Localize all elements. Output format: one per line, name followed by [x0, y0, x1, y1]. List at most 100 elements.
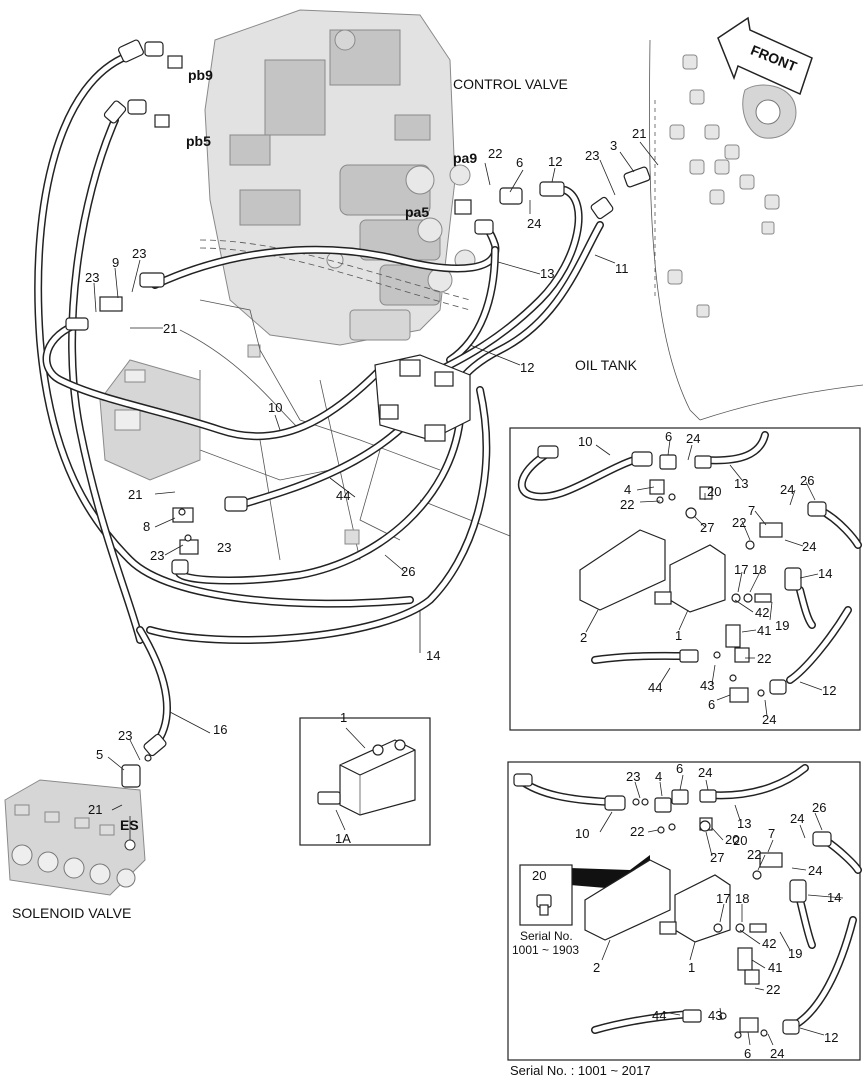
callout: 1 [688, 960, 695, 975]
callout: 10 [575, 826, 589, 841]
callout: 42 [755, 605, 769, 620]
callout: 21 [88, 802, 102, 817]
callout: 3 [610, 138, 617, 153]
callout: 20 [725, 832, 739, 847]
callout: 19 [775, 618, 789, 633]
callout: 26 [812, 800, 826, 815]
callout: 4 [655, 769, 662, 784]
valve-mount-block [99, 359, 201, 481]
callout: 18 [752, 562, 766, 577]
oil-tank [649, 39, 863, 421]
callout: 24 [808, 863, 822, 878]
callout: 44 [336, 488, 350, 503]
callout: 21 [163, 321, 177, 336]
detail-1-box: 1 1A [299, 710, 431, 846]
hoses-main [34, 51, 604, 749]
serial-footer: Serial No. : 1001 ~ 2017 [510, 1063, 651, 1078]
callout: 23 [626, 769, 640, 784]
detail-1-part-label: 1A [335, 831, 351, 846]
callout: 24 [790, 811, 804, 826]
callout: 27 [700, 520, 714, 535]
callout: 12 [520, 360, 534, 375]
callout: 4 [624, 482, 631, 497]
pb9-label: pb9 [188, 67, 213, 83]
callout: 42 [762, 936, 776, 951]
callout: 26 [401, 564, 415, 579]
callout: 24 [770, 1046, 784, 1061]
pa9-label: pa9 [453, 150, 477, 166]
callout: 22 [766, 982, 780, 997]
callout: 23 [217, 540, 231, 555]
oil-tank-label: OIL TANK [575, 357, 638, 373]
callout: 23 [585, 148, 599, 163]
inset-b-callouts: 23 4 6 24 13 22 20 10 27 22 7 24 26 24 1… [575, 761, 841, 1061]
callout: 24 [780, 482, 794, 497]
callout: 19 [788, 946, 802, 961]
callout: 24 [527, 216, 541, 231]
callout: 6 [744, 1046, 751, 1061]
callout: 13 [737, 816, 751, 831]
callout: 41 [768, 960, 782, 975]
inset-a: 10 6 24 13 4 22 20 27 22 7 24 26 24 17 1… [509, 427, 862, 731]
callout: 23 [132, 246, 146, 261]
inset-b: 20 Serial No. 1001 ~ 1903 [507, 761, 862, 1061]
callout: 27 [710, 850, 724, 865]
fittings-main [65, 39, 651, 788]
es-label: ES [120, 817, 139, 833]
callout: 13 [540, 266, 554, 281]
callout: 23 [85, 270, 99, 285]
pb5-label: pb5 [186, 133, 211, 149]
callout: 14 [827, 890, 841, 905]
callout: 18 [735, 891, 749, 906]
control-valve-body [179, 9, 521, 561]
solenoid-valve [4, 779, 146, 896]
inset-a-callouts: 10 6 24 13 4 22 20 27 22 7 24 26 24 17 1… [578, 429, 836, 727]
serial-box-text1: Serial No. [520, 929, 573, 943]
callout: 24 [698, 765, 712, 780]
callout: 7 [768, 826, 775, 841]
callout: 7 [748, 503, 755, 518]
callout: 2 [580, 630, 587, 645]
callout: 6 [516, 155, 523, 170]
callout: 24 [686, 431, 700, 446]
callout: 23 [150, 548, 164, 563]
serial-box-text2: 1001 ~ 1903 [512, 943, 579, 957]
callout: 16 [213, 722, 227, 737]
callout: 6 [708, 697, 715, 712]
callout: 2 [593, 960, 600, 975]
serial-box-title: 20 [532, 868, 546, 883]
main-callouts: 22 6 12 23 3 21 24 13 11 12 9 23 23 21 1… [85, 126, 646, 817]
callout: 17 [734, 562, 748, 577]
callout: 12 [822, 683, 836, 698]
callout: 44 [648, 680, 662, 695]
solenoid-valve-label: SOLENOID VALVE [12, 905, 131, 921]
callout: 22 [620, 497, 634, 512]
callout: 1 [675, 628, 682, 643]
callout: 44 [652, 1008, 666, 1023]
callout: 22 [732, 515, 746, 530]
callout: 43 [708, 1008, 722, 1023]
callout: 24 [802, 539, 816, 554]
leader-lines-main [93, 141, 659, 840]
callout: 6 [665, 429, 672, 444]
callout: 13 [734, 476, 748, 491]
callout: 41 [757, 623, 771, 638]
callout: 12 [824, 1030, 838, 1045]
callout: 11 [615, 261, 629, 276]
callout: 5 [96, 747, 103, 762]
callout: 10 [268, 400, 282, 415]
callout: 22 [747, 847, 761, 862]
callout: 9 [112, 255, 119, 270]
callout: 8 [143, 519, 150, 534]
callout: 12 [548, 154, 562, 169]
front-arrow: FRONT [717, 16, 813, 96]
callout: 22 [630, 824, 644, 839]
callout: 21 [128, 487, 142, 502]
callout: 26 [800, 473, 814, 488]
callout: 22 [488, 146, 502, 161]
callout: 23 [118, 728, 132, 743]
pa5-label: pa5 [405, 204, 429, 220]
callout: 17 [716, 891, 730, 906]
detail-1-title: 1 [340, 710, 347, 725]
